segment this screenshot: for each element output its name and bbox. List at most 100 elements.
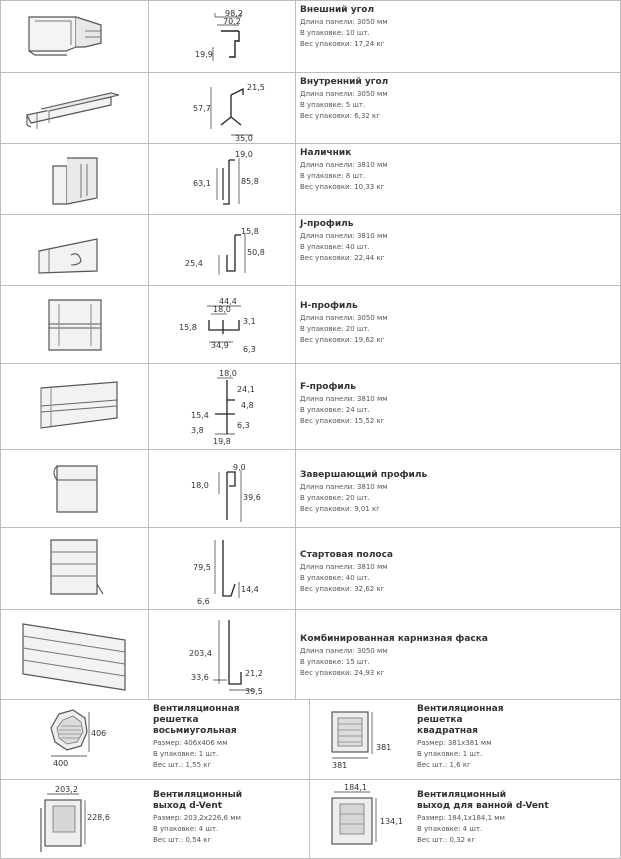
product-image: 381 381	[310, 700, 415, 779]
dim-mid: 15,4	[191, 411, 209, 420]
dim-left: 15,8	[179, 323, 197, 332]
casing-illustration	[52, 157, 98, 205]
product-image	[1, 528, 149, 609]
product-length: Длина панели: 3050 мм	[300, 18, 388, 26]
h-profile-drawing: 44,4 18,0 15,8 3,1 34,9 6,3	[179, 297, 256, 354]
dim-height: 134,1	[380, 817, 403, 826]
product-info: Внешний угол Длина панели: 3050 мм В упа…	[296, 1, 620, 72]
dim-width: 184,1	[344, 783, 367, 792]
product-weight: Вес шт.: 1,55 кг	[153, 761, 212, 769]
product-length: Длина панели: 3810 мм	[300, 395, 388, 403]
dimension-drawing: 19,0 63,1 85,8	[149, 144, 296, 214]
starter-strip-illustration	[50, 539, 104, 595]
dim-height: 228,6	[87, 813, 110, 822]
product-info: Вентиляционная решетка квадратная Размер…	[415, 700, 619, 771]
dim-base: 19,8	[213, 437, 231, 446]
product-row: 44,4 18,0 15,8 3,1 34,9 6,3 H-профиль Дл…	[1, 285, 620, 363]
product-image: 203,2 228,6	[1, 780, 149, 858]
dimension-drawing: 18,0 24,1 4,8 15,4 3,8 6,3 19,8	[149, 364, 296, 449]
dimension-drawing: 98,2 70,2 19,9	[149, 1, 296, 72]
product-size: Размер: 406x406 мм	[153, 739, 228, 747]
product-title-line: Вентиляционная	[417, 704, 504, 714]
inside-corner-illustration	[26, 92, 120, 129]
product-weight: Вес упаковки: 24,93 кг	[300, 669, 385, 677]
product-weight: Вес упаковки: 6,32 кг	[300, 112, 380, 120]
dim-lip: 6,3	[243, 345, 256, 354]
dim-top: 9,0	[233, 463, 246, 472]
product-image	[1, 450, 149, 527]
dim-inner-width: 70,2	[223, 17, 241, 26]
finishing-profile-drawing: 9,0 18,0 39,6	[191, 463, 261, 522]
product-pack: В упаковке: 40 шт.	[300, 243, 370, 251]
dim-depth: 25,4	[185, 259, 203, 268]
product-pack: В упаковке: 10 шт.	[300, 29, 370, 37]
dim-base: 39,5	[245, 687, 263, 696]
dim-top: 15,8	[241, 227, 259, 236]
inside-corner-drawing: 21,5 57,7 35,0	[193, 83, 265, 143]
outside-corner-drawing: 98,2 70,2 19,9	[195, 9, 243, 61]
dim-height: 406	[91, 729, 106, 738]
product-title: Завершающий профиль	[300, 470, 428, 480]
dim-inner: 63,1	[193, 179, 211, 188]
product-image	[1, 610, 149, 699]
product-title: Стартовая полоса	[300, 550, 394, 560]
vent-d-vent: 203,2 228,6 Вентиляционный выход d-Vent …	[1, 780, 310, 858]
product-size: Размер: 184,1x184,1 мм	[417, 814, 505, 822]
product-row: 18,0 24,1 4,8 15,4 3,8 6,3 19,8 F-профил…	[1, 363, 620, 449]
f-profile-illustration	[40, 381, 118, 429]
product-pack: В упаковке: 24 шт.	[300, 406, 370, 414]
dim-width: 381	[332, 761, 347, 770]
dim-top: 18,0	[219, 369, 237, 378]
dim-inner: 18,0	[191, 481, 209, 490]
product-pack: В упаковке: 5 шт.	[300, 101, 366, 109]
dimension-drawing: 44,4 18,0 15,8 3,1 34,9 6,3	[149, 286, 296, 363]
product-title: J-профиль	[300, 219, 354, 229]
dim-lip: 21,2	[245, 669, 263, 678]
product-pack: В упаковке: 20 шт.	[300, 494, 370, 502]
product-title: Комбинированная карнизная фаска	[300, 634, 488, 644]
product-length: Длина панели: 3050 мм	[300, 90, 388, 98]
product-info: Вентиляционная решетка восьмиугольная Ра…	[151, 700, 309, 771]
product-title-line: восьмиугольная	[153, 726, 237, 736]
product-pack: В упаковке: 4 шт.	[417, 825, 483, 833]
vent-square: 381 381 Вентиляционная решетка квадратна…	[310, 700, 619, 779]
dim-top: 21,5	[247, 83, 265, 92]
product-pack: В упаковке: 1 шт.	[153, 750, 219, 758]
product-row: 406 400 Вентиляционная решетка восьмиуго…	[1, 699, 620, 779]
dim-base: 34,9	[211, 341, 229, 350]
product-row: 203,2 228,6 Вентиляционный выход d-Vent …	[1, 779, 620, 858]
product-pack: В упаковке: 4 шт.	[153, 825, 219, 833]
dim-height: 39,6	[243, 493, 261, 502]
product-info: Завершающий профиль Длина панели: 3810 м…	[296, 450, 620, 527]
dimension-drawing: 9,0 18,0 39,6	[149, 450, 296, 527]
product-info: F-профиль Длина панели: 3810 мм В упаков…	[296, 364, 620, 449]
product-image	[1, 73, 149, 143]
product-row: 15,8 50,8 25,4 J-профиль Длина панели: 3…	[1, 214, 620, 285]
product-title: Внешний угол	[300, 5, 375, 15]
outside-corner-illustration	[28, 16, 102, 56]
product-info: Стартовая полоса Длина панели: 3810 мм В…	[296, 528, 620, 609]
dim-upper: 24,1	[237, 385, 255, 394]
product-image: 406 400	[1, 700, 149, 779]
dim-height: 50,8	[247, 248, 265, 257]
soffit-illustration	[22, 623, 126, 691]
bathroom-d-vent-illustration: 184,1 134,1	[331, 783, 403, 845]
starter-strip-drawing: 79,5 14,4 6,6	[193, 540, 259, 606]
product-info: Наличник Длина панели: 3810 мм В упаковк…	[296, 144, 620, 214]
product-title-line: Вентиляционный	[153, 790, 243, 800]
product-weight: Вес шт.: 1,6 кг	[417, 761, 471, 769]
casing-drawing: 19,0 63,1 85,8	[193, 150, 259, 205]
product-pack: В упаковке: 20 шт.	[300, 325, 370, 333]
j-profile-drawing: 15,8 50,8 25,4	[185, 227, 265, 275]
product-image	[1, 144, 149, 214]
product-length: Длина панели: 3810 мм	[300, 161, 388, 169]
dim-width: 400	[53, 759, 68, 768]
product-info: Внутренний угол Длина панели: 3050 мм В …	[296, 73, 620, 143]
product-pack: В упаковке: 1 шт.	[417, 750, 483, 758]
dim-gap: 4,8	[241, 401, 254, 410]
dimension-drawing: 21,5 57,7 35,0	[149, 73, 296, 143]
product-title: Внутренний угол	[300, 77, 389, 87]
product-image	[1, 286, 149, 363]
product-title-line: Вентиляционная	[153, 704, 240, 714]
